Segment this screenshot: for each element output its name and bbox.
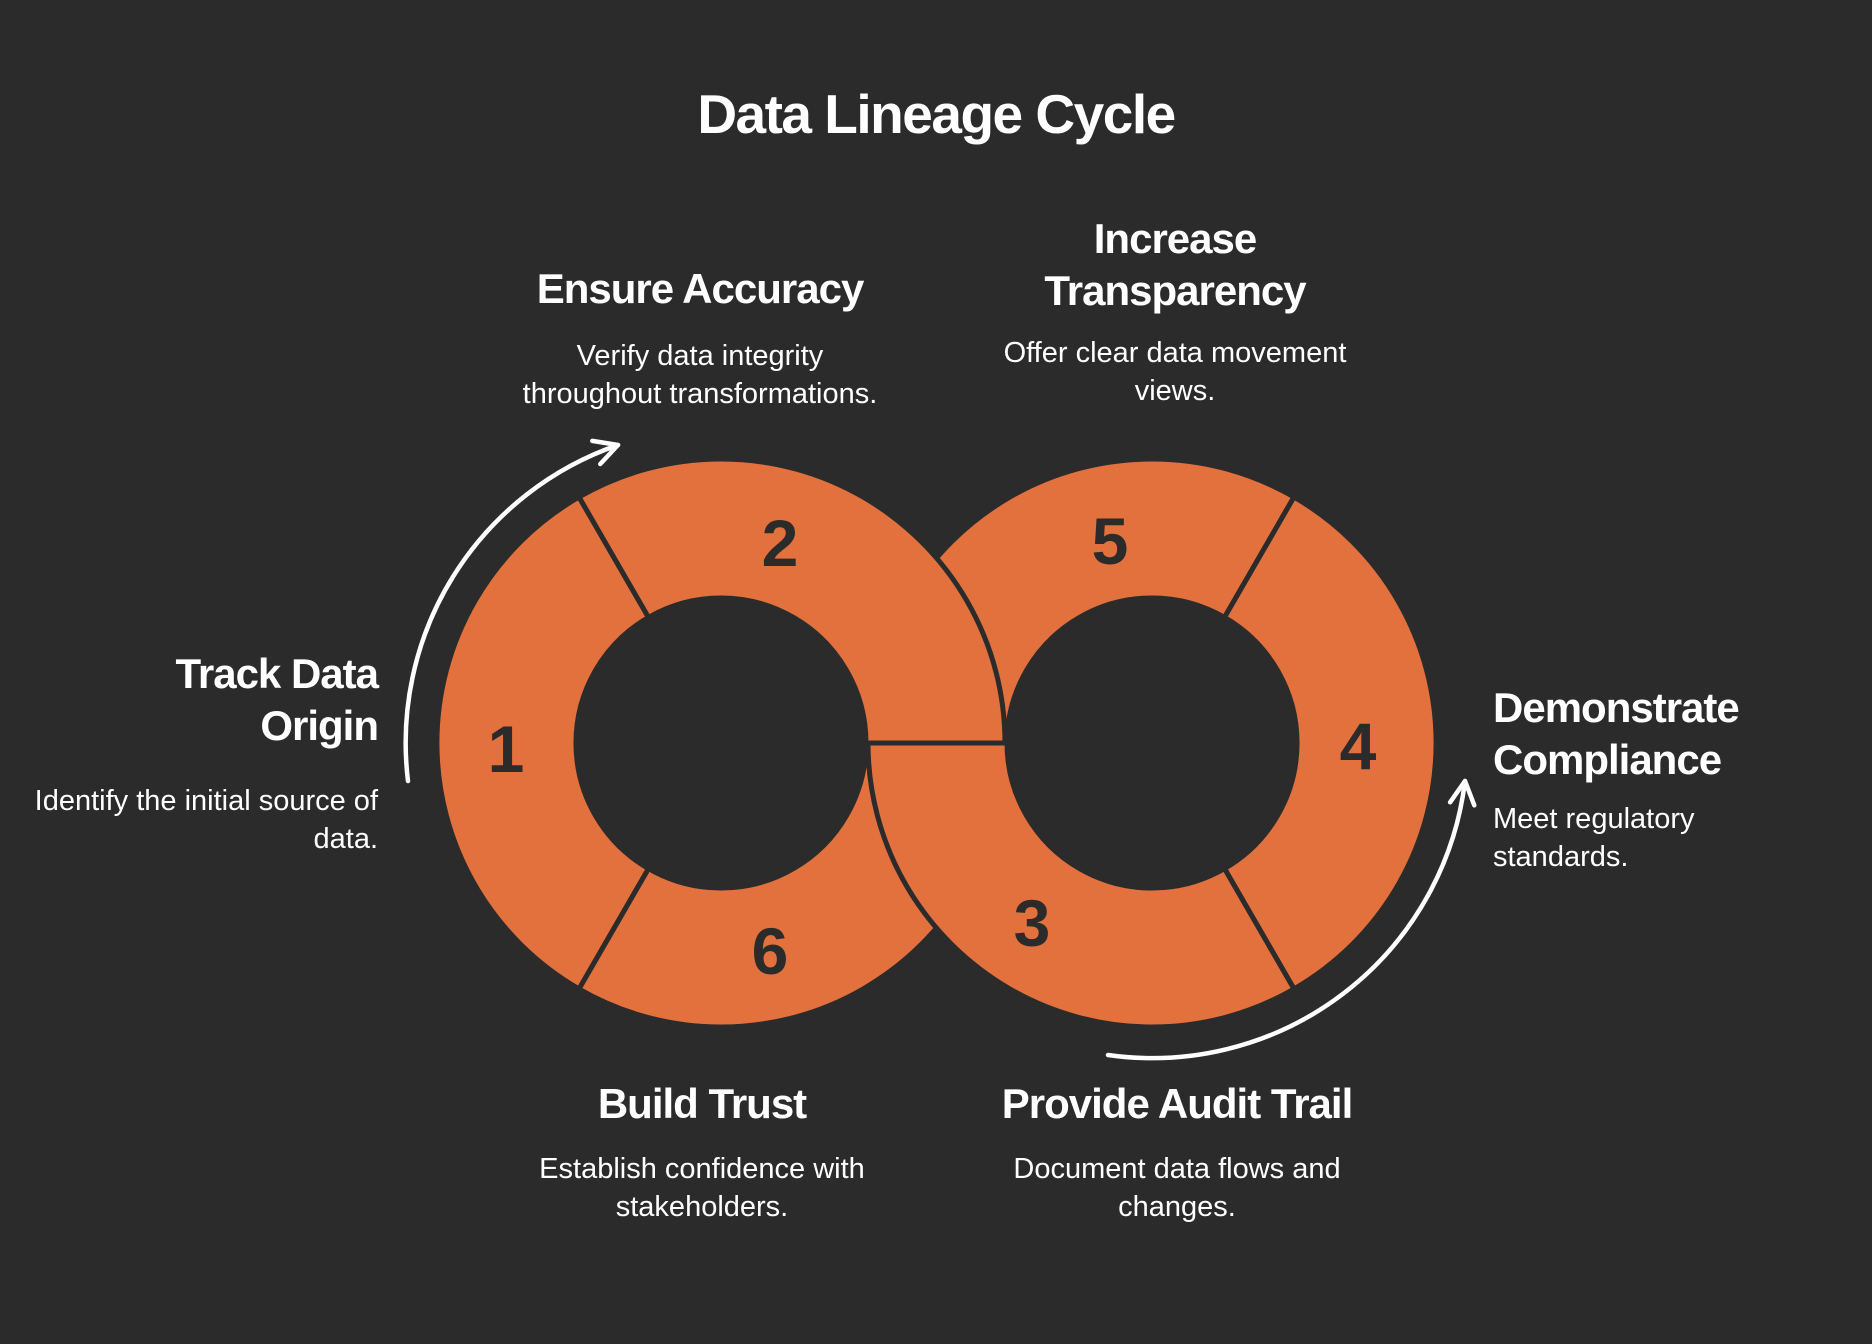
step-6-label: Build Trust bbox=[597, 1080, 807, 1127]
curved-arrow-right bbox=[1105, 778, 1477, 1061]
step-3-label: Provide Audit Trail bbox=[1001, 1080, 1354, 1127]
step-5-description: Offer clear data movement views. bbox=[1003, 337, 1347, 407]
arrowhead-left-icon bbox=[590, 438, 621, 467]
step-4-description: Meet regulatory standards. bbox=[1493, 803, 1695, 873]
curved-arrow-right-arc bbox=[1105, 778, 1468, 1061]
ring-segment-2 bbox=[576, 456, 1008, 746]
segment-number-4: 4 bbox=[1340, 709, 1377, 783]
segment-number-5: 5 bbox=[1092, 504, 1129, 578]
segment-number-2: 2 bbox=[762, 506, 799, 580]
curved-arrow-left bbox=[403, 438, 621, 784]
step-4-label: Demonstrate Compliance bbox=[1493, 684, 1740, 783]
step-6-description: Establish confidence with stakeholders. bbox=[539, 1153, 865, 1223]
step-3-description: Document data flows and changes. bbox=[1013, 1153, 1341, 1223]
curved-arrow-left-arc bbox=[403, 442, 621, 784]
step-1-description: Identify the initial source of data. bbox=[34, 785, 378, 855]
segment-number-3: 3 bbox=[1014, 886, 1051, 960]
segment-number-6: 6 bbox=[752, 914, 789, 988]
step-5-label: Increase Transparency bbox=[1044, 215, 1306, 314]
ring-segment-4 bbox=[1222, 494, 1439, 992]
page-title: Data Lineage Cycle bbox=[697, 83, 1176, 145]
step-2-description: Verify data integrity throughout transfo… bbox=[522, 340, 878, 410]
arrowhead-right-icon bbox=[1447, 778, 1477, 808]
segment-number-1: 1 bbox=[488, 712, 525, 786]
step-2-label: Ensure Accuracy bbox=[536, 265, 865, 312]
ring-segment-3-overlap bbox=[865, 740, 1297, 1030]
ring-segment-1 bbox=[434, 494, 651, 992]
step-1-label: Track Data Origin bbox=[175, 650, 379, 749]
